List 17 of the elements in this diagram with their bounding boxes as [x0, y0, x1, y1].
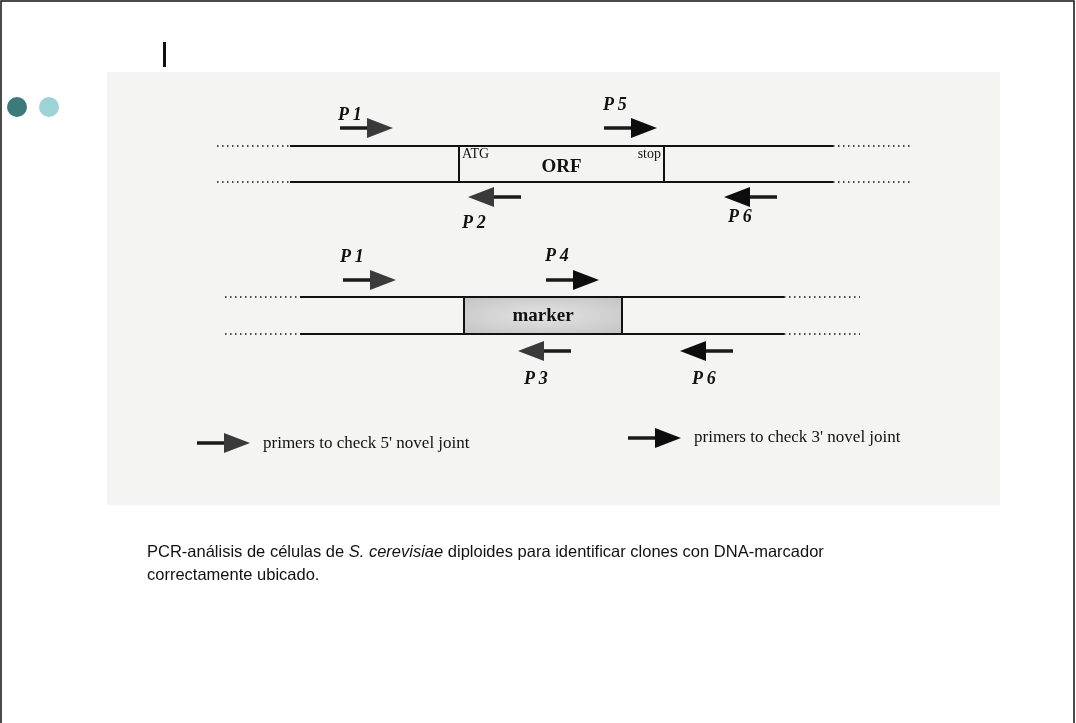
primer-label: P 5	[603, 94, 627, 115]
primer-label: P 1	[340, 246, 364, 267]
primer-label: P 4	[545, 245, 569, 266]
primer-label: P 6	[728, 206, 752, 227]
legend-text: primers to check 3' novel joint	[694, 427, 901, 447]
primer-label: P 3	[524, 368, 548, 389]
region-label: ORF	[541, 155, 582, 177]
start-codon-label: ATG	[462, 146, 490, 162]
orf-region	[458, 147, 665, 181]
marker-region	[463, 298, 623, 333]
primer-label: P 1	[338, 104, 362, 125]
primer-label: P 2	[462, 212, 486, 233]
stop-codon-label: stop	[637, 146, 661, 162]
legend-text: primers to check 5' novel joint	[263, 433, 470, 453]
primer-label: P 6	[692, 368, 716, 389]
caption: PCR-análisis de células de S. cerevisiae diploides para identificar clones con DNA-marcador correctamente ubicado.	[147, 541, 825, 585]
region-label: marker	[512, 304, 574, 326]
